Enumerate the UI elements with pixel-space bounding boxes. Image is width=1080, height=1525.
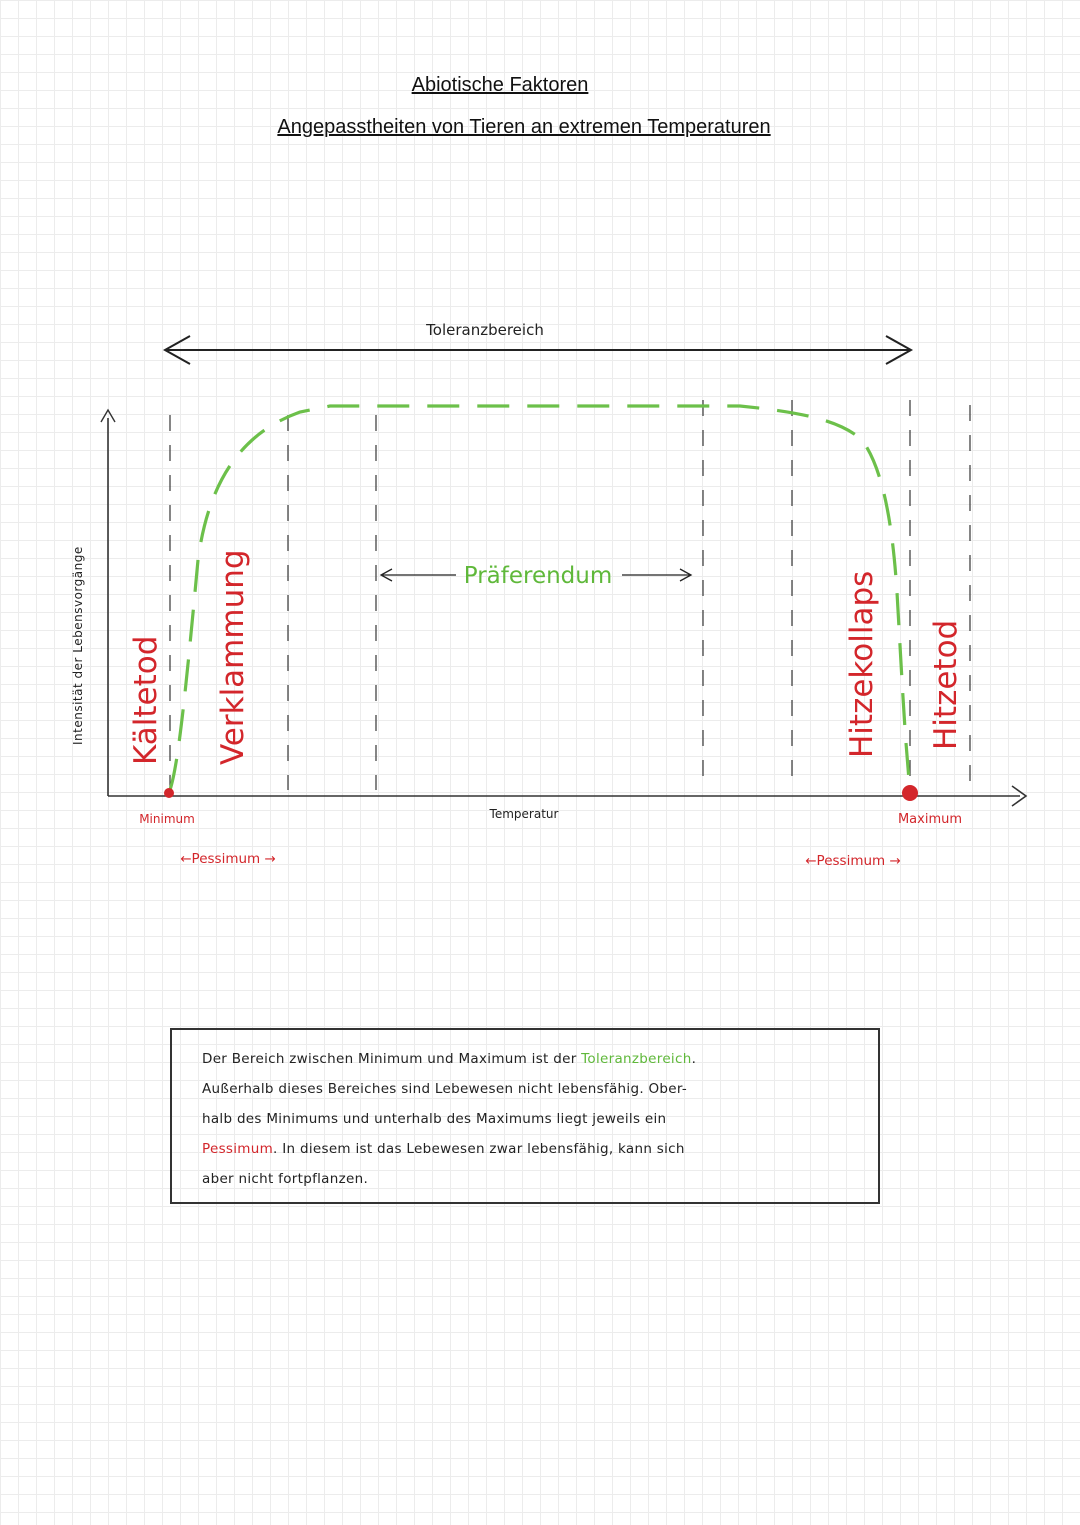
note-line-2: Außerhalb dieses Bereiches sind Lebewese… [202,1081,688,1097]
note-line-3: halb des Minimums und unterhalb des Maxi… [202,1111,667,1127]
tolerance-arrow-right-head [885,335,914,365]
boundary-lines [169,400,971,790]
tolerance-arrow-left-head [162,335,191,365]
maximum-point [902,785,918,801]
tolerance-diagram: Toleranzbereich Intensität der Lebensvor… [71,321,1028,869]
heat-collapse-label: Hitzekollaps [844,571,880,758]
tolerance-curve [168,404,912,791]
page-title: Abiotische Faktoren [411,74,589,96]
preferendum-arrow-left-head [379,568,393,582]
stiffness-label: Verklammung [215,549,251,765]
note-line-4: Pessimum. In diesem ist das Lebewesen zw… [202,1134,850,1164]
y-axis-arrow [100,408,116,423]
note-text: Der Bereich zwischen Minimum und Maximum… [202,1051,582,1067]
preferendum-label: Präferendum [464,563,613,589]
note-highlight-tolerance: Toleranzbereich [581,1051,692,1067]
explanation-box: Der Bereich zwischen Minimum und Maximum… [170,1028,880,1204]
preferendum-arrow-right-head [679,568,693,582]
cold-death-label: Kältetod [128,636,164,765]
page-subtitle: Angepasstheiten von Tieren an extremen T… [277,116,771,138]
note-text: . In diesem ist das Lebewesen zwar leben… [273,1141,685,1157]
note-line-5: aber nicht fortpflanzen. [202,1171,369,1187]
minimum-point [164,788,174,798]
x-axis-arrow [1011,785,1028,807]
x-axis-label: Temperatur [489,807,559,821]
pessimum-left-label: ←Pessimum → [180,851,276,867]
y-axis-label: Intensität der Lebensvorgänge [71,546,85,745]
note-text: . [691,1051,697,1067]
pessimum-right-label: ←Pessimum → [805,853,901,869]
note-line-1: Der Bereich zwischen Minimum und Maximum… [202,1044,850,1074]
maximum-label: Maximum [898,812,962,827]
note-highlight-pessimum: Pessimum [202,1141,274,1157]
tolerance-label: Toleranzbereich [425,321,544,339]
heat-death-label: Hitzetod [928,620,964,750]
minimum-label: Minimum [139,812,195,826]
